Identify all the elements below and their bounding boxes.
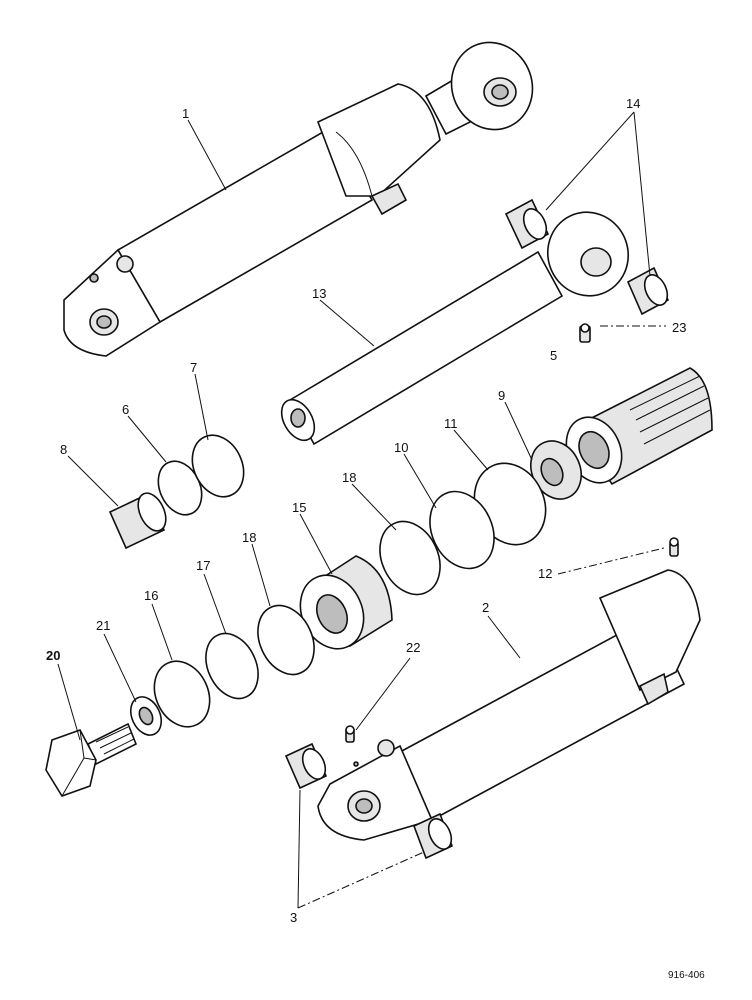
callout-18-lower: 18 (242, 530, 256, 545)
callout-3: 3 (290, 910, 297, 925)
callout-1: 1 (182, 106, 189, 121)
callout-18-upper: 18 (342, 470, 356, 485)
callout-14: 14 (626, 96, 640, 111)
callout-7: 7 (190, 360, 197, 375)
part-12-screw (669, 537, 679, 557)
callout-11: 11 (444, 416, 458, 431)
callout-13: 13 (312, 286, 326, 301)
callout-5: 5 (550, 348, 557, 363)
callout-10: 10 (394, 440, 408, 455)
reference-code: 916-406 (668, 970, 705, 981)
callout-6: 6 (122, 402, 129, 417)
callout-9: 9 (498, 388, 505, 403)
callout-20: 20 (46, 648, 60, 663)
callout-17: 17 (196, 558, 210, 573)
part-14-bushes (504, 198, 670, 316)
callout-21: 21 (96, 618, 110, 633)
part-8-bush (108, 492, 167, 550)
leader-lines (57, 111, 666, 909)
part-22-grease-nipple (345, 725, 355, 743)
part-20-bolt (45, 722, 138, 797)
part-23-grease-nipple (579, 323, 591, 343)
part-18-ring-upper (379, 520, 441, 596)
callout-12: 12 (538, 566, 552, 581)
part-21-washer (129, 696, 163, 736)
part-13-piston-rod (280, 211, 630, 446)
part-2-cylinder-barrel (317, 569, 701, 841)
callout-15: 15 (292, 500, 306, 515)
part-1-assembled-cylinder (63, 41, 534, 357)
part-17-ring (205, 632, 259, 700)
callout-16: 16 (144, 588, 158, 603)
part-7-ring (191, 434, 245, 498)
callout-23: 23 (672, 320, 686, 335)
part-15-piston (299, 555, 393, 650)
callout-2: 2 (482, 600, 489, 615)
part-18-ring-lower (257, 604, 315, 676)
callout-8: 8 (60, 442, 67, 457)
callouts: 1 14 13 23 5 7 9 6 11 10 8 18 15 18 17 1… (46, 96, 705, 981)
part-3-bushes (284, 742, 454, 860)
part-16-ring (153, 660, 211, 728)
part-10-ring (429, 490, 495, 570)
callout-22: 22 (406, 640, 420, 655)
